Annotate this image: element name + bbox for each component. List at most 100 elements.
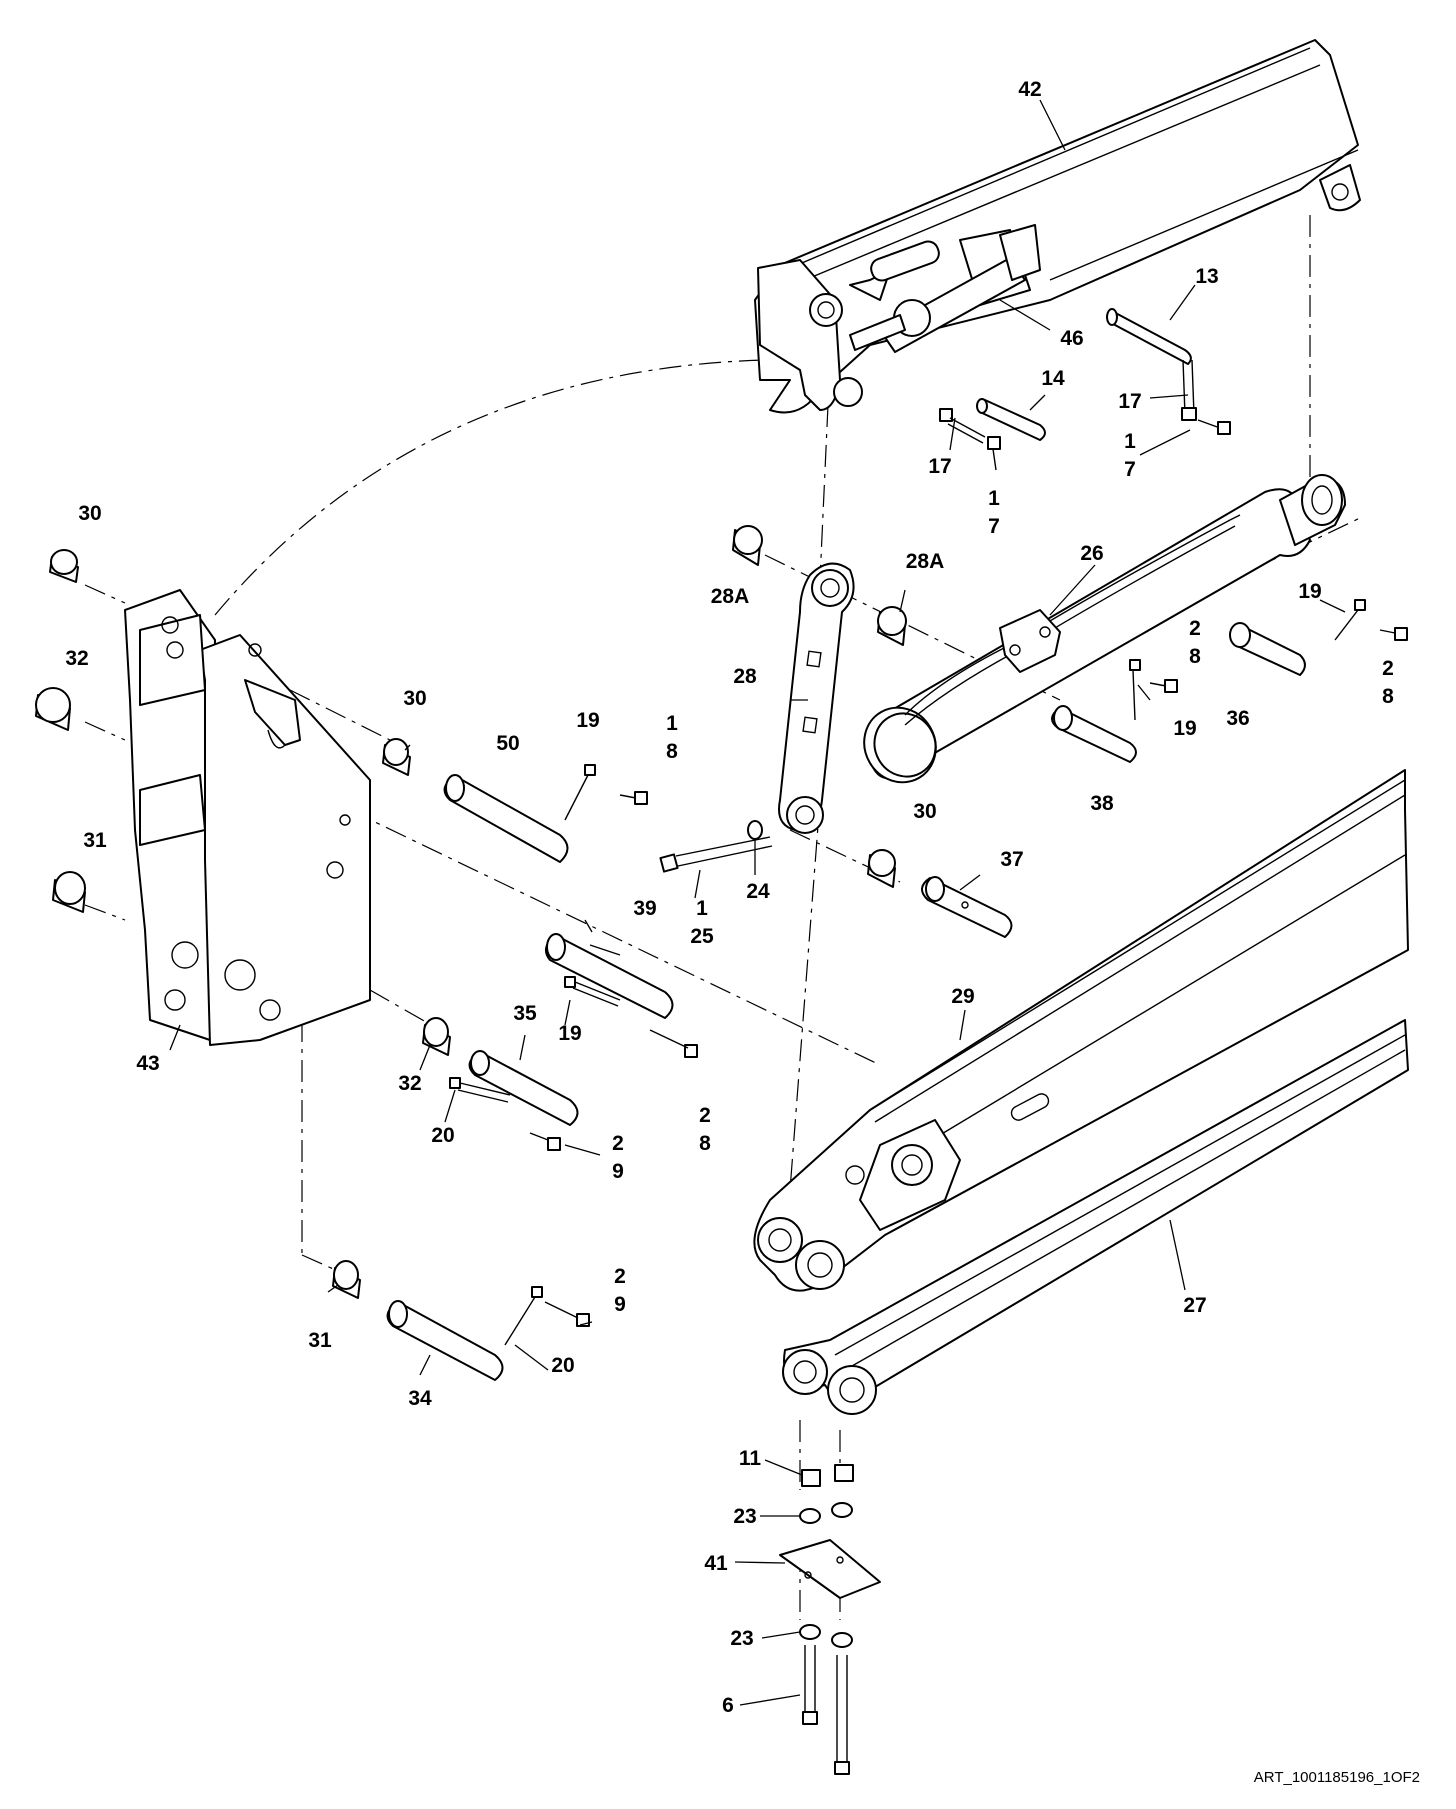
callout-19-mid: 19 <box>1173 717 1196 740</box>
callout-line: 1 <box>1124 430 1136 453</box>
callout-34: 34 <box>408 1387 432 1410</box>
art-id: ART_1001185196_1OF2 <box>1254 1769 1420 1786</box>
callout-11: 11 <box>739 1447 762 1470</box>
pin-14 <box>976 398 1046 441</box>
callout-line: 2 <box>1382 657 1394 680</box>
bushing-32-mid <box>422 1017 451 1056</box>
bolt-1-7-lower <box>987 436 1001 471</box>
boom-29 <box>753 769 1409 1292</box>
bolt-19-right <box>1334 599 1366 641</box>
boom-42 <box>754 39 1361 414</box>
bolt-20-mid <box>449 1077 511 1103</box>
callout-50: 50 <box>496 732 519 755</box>
callout-23-lower: 23 <box>730 1627 753 1650</box>
callout-39: 39 <box>633 897 656 920</box>
callout-line: 1 <box>666 712 678 735</box>
bolt-17-lower <box>939 408 986 444</box>
callout-31-lower: 31 <box>308 1329 332 1352</box>
callout-38: 38 <box>1090 792 1114 815</box>
leader-lines <box>169 99 1346 1706</box>
bolt-19-lower <box>564 976 621 1007</box>
bolt-17-upper <box>1181 359 1197 421</box>
callout-line: 8 <box>666 740 678 763</box>
callout-line: 8 <box>699 1132 711 1155</box>
bushing-30-left <box>49 549 79 583</box>
callout-24: 24 <box>746 880 770 903</box>
bolt-1-8 <box>619 791 648 805</box>
callout-28a-left: 28A <box>711 585 750 608</box>
callout-32-mid: 32 <box>398 1072 421 1095</box>
callout-37: 37 <box>1000 848 1023 871</box>
bolt-2-9-lower <box>544 1301 590 1327</box>
bolt-2-8-right <box>1379 627 1408 641</box>
callout-6: 6 <box>722 1694 734 1717</box>
callout-line: 2 <box>614 1265 626 1288</box>
rod-27 <box>782 1019 1409 1415</box>
plate-41 <box>779 1539 881 1599</box>
callout-17-lower: 17 <box>928 455 951 478</box>
callout-line: 7 <box>1124 458 1136 481</box>
callout-35: 35 <box>513 1002 537 1025</box>
callout-line: 9 <box>614 1293 626 1316</box>
washer-24 <box>747 820 763 840</box>
bushing-28a-right <box>877 606 907 646</box>
bushing-28a-left <box>732 525 763 566</box>
pin-36 <box>1229 622 1306 676</box>
callout-32-left: 32 <box>65 647 88 670</box>
bracket-43 <box>124 589 371 1046</box>
callout-26: 26 <box>1080 542 1103 565</box>
callout-line: 8 <box>1189 645 1201 668</box>
pin-34 <box>386 1300 504 1381</box>
pin-39 <box>545 933 674 1019</box>
callout-46: 46 <box>1060 327 1083 350</box>
bolt-2-8-lower <box>649 1029 698 1058</box>
callout-23-upper: 23 <box>733 1505 756 1528</box>
callout-20-lower: 20 <box>551 1354 574 1377</box>
callout-line: 2 <box>1189 617 1201 640</box>
callout-41: 41 <box>704 1552 728 1575</box>
bolt-19-upper <box>564 764 596 821</box>
cylinder-46 <box>849 224 1041 353</box>
callout-19-lower: 19 <box>558 1022 581 1045</box>
callout-line: 9 <box>612 1160 624 1183</box>
callout-line: 2 <box>699 1104 711 1127</box>
pin-13 <box>1106 308 1192 365</box>
callout-line: 7 <box>988 515 1000 538</box>
cylinder-26 <box>863 474 1346 784</box>
nut-11 <box>801 1464 854 1487</box>
callout-43: 43 <box>136 1052 159 1075</box>
bushing-32-left <box>35 687 71 731</box>
callout-line: 1 <box>988 487 1000 510</box>
callout-29: 29 <box>951 985 974 1008</box>
callout-30-upper: 30 <box>403 687 426 710</box>
callout-17-upper: 17 <box>1118 390 1141 413</box>
bushing-30-upper <box>382 738 411 776</box>
callout-42: 42 <box>1018 78 1041 101</box>
bolt-2-8-mid <box>1149 679 1178 693</box>
bolt-2-9-mid <box>529 1132 561 1151</box>
callout-19-right: 19 <box>1298 580 1321 603</box>
pin-50 <box>443 774 569 863</box>
callout-28a-right: 28A <box>906 550 945 573</box>
bolt-6 <box>802 1645 850 1775</box>
callout-line: 8 <box>1382 685 1394 708</box>
callout-13: 13 <box>1195 265 1218 288</box>
callout-20-mid: 20 <box>431 1124 454 1147</box>
callout-30-mid: 30 <box>913 800 936 823</box>
bushing-31-lower <box>332 1260 361 1299</box>
callout-line: 2 <box>612 1132 624 1155</box>
bolt-20-lower <box>504 1286 543 1346</box>
bolt-19-mid <box>1129 659 1141 721</box>
callout-30-left: 30 <box>78 502 101 525</box>
pin-35 <box>468 1050 579 1126</box>
callout-28: 28 <box>733 665 757 688</box>
link-28 <box>778 562 855 834</box>
